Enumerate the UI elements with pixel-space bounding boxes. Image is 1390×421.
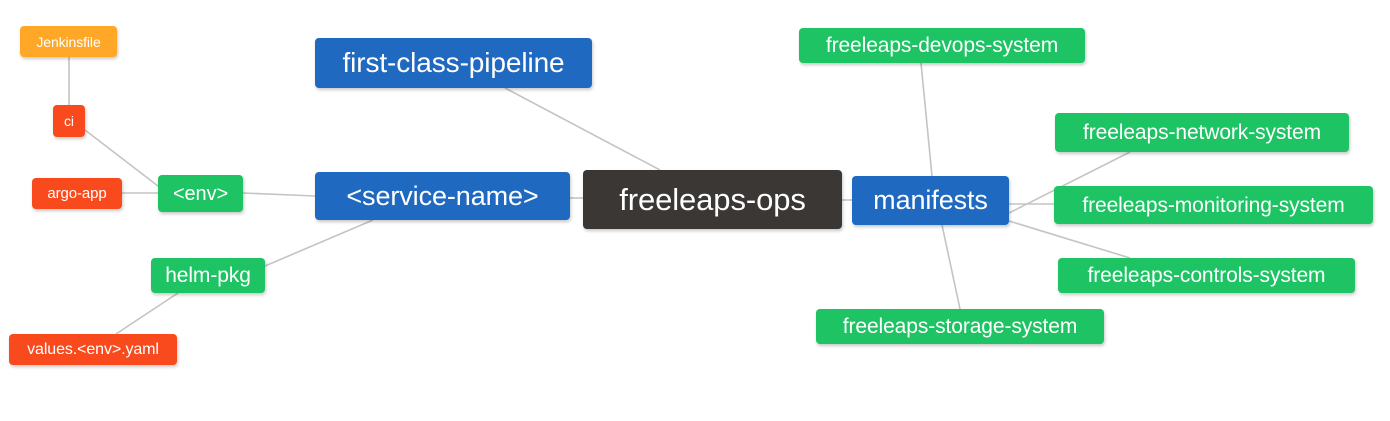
node-label: freeleaps-ops — [619, 182, 806, 217]
node-first-class-pipeline[interactable]: first-class-pipeline — [315, 38, 592, 88]
node-jenkinsfile[interactable]: Jenkinsfile — [20, 26, 117, 57]
node-label: helm-pkg — [165, 264, 251, 287]
node-controls-system[interactable]: freeleaps-controls-system — [1058, 258, 1355, 293]
node-label: ci — [64, 113, 74, 129]
node-label: freeleaps-network-system — [1082, 121, 1321, 144]
node-argo-app[interactable]: argo-app — [32, 178, 122, 209]
edge-helm-pkg-to-values-yaml — [115, 292, 179, 335]
node-label: <service-name> — [346, 180, 539, 211]
node-label: manifests — [873, 185, 988, 215]
node-helm-pkg[interactable]: helm-pkg — [151, 258, 265, 293]
edge-manifests-to-devops-system — [920, 62, 933, 177]
node-label: Jenkinsfile — [36, 33, 101, 50]
node-service-name[interactable]: <service-name> — [315, 172, 570, 220]
node-label: argo-app — [47, 185, 107, 202]
node-env[interactable]: <env> — [158, 175, 243, 212]
node-label: values.<env>.yaml — [27, 340, 159, 358]
node-label: <env> — [172, 182, 229, 205]
node-values-yaml[interactable]: values.<env>.yaml — [9, 334, 177, 365]
edge-manifests-to-controls-system — [1008, 220, 1131, 259]
edge-first-class-pipeline-to-freeleaps-ops — [504, 87, 661, 171]
node-monitoring-system[interactable]: freeleaps-monitoring-system — [1054, 186, 1373, 224]
node-freeleaps-ops[interactable]: freeleaps-ops — [583, 170, 842, 229]
node-label: freeleaps-controls-system — [1087, 264, 1326, 287]
edge-manifests-to-storage-system — [941, 224, 961, 310]
edge-env-to-service-name — [242, 192, 316, 197]
node-storage-system[interactable]: freeleaps-storage-system — [816, 309, 1104, 344]
node-manifests[interactable]: manifests — [852, 176, 1009, 225]
node-devops-system[interactable]: freeleaps-devops-system — [799, 28, 1085, 63]
node-label: freeleaps-devops-system — [825, 34, 1059, 57]
node-label: first-class-pipeline — [342, 47, 565, 78]
node-ci[interactable]: ci — [53, 105, 85, 137]
node-network-system[interactable]: freeleaps-network-system — [1055, 113, 1349, 152]
node-label: freeleaps-monitoring-system — [1082, 193, 1345, 217]
edge-service-name-to-helm-pkg — [264, 219, 374, 267]
node-label: freeleaps-storage-system — [842, 315, 1078, 338]
